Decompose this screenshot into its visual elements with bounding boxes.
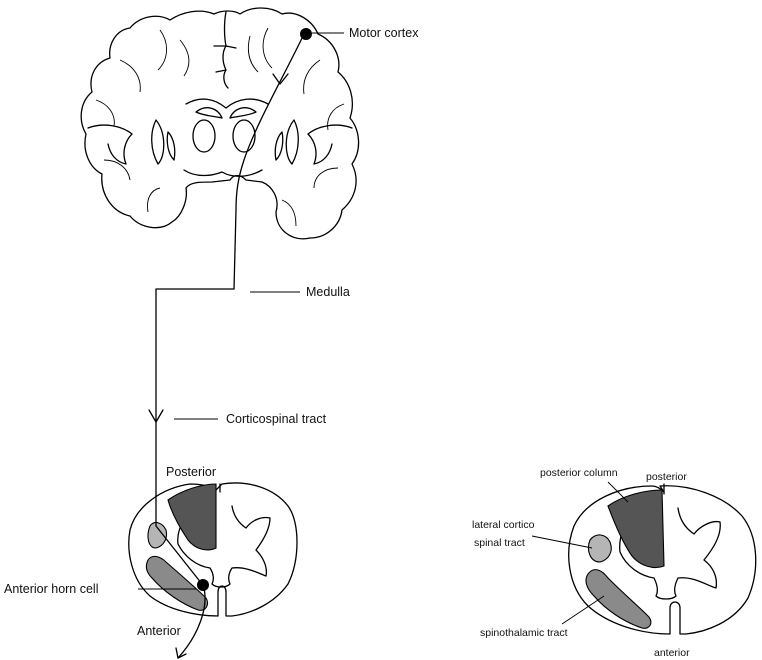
lateral-cst-right <box>588 535 611 562</box>
posterior-column-leader <box>608 482 628 502</box>
anterior-label-right: anterior <box>654 647 690 659</box>
motor-cortex-label: Motor cortex <box>349 26 419 40</box>
corpus-callosum <box>186 99 268 108</box>
posterior-column-left <box>168 484 216 550</box>
lateral-cst-label-line1: lateral cortico <box>472 519 535 531</box>
corticospinal-tract-label: Corticospinal tract <box>226 412 327 426</box>
tract-arrow-1 <box>273 74 288 84</box>
basal-ganglia-left <box>152 120 175 164</box>
spinal-cord-right <box>569 484 756 634</box>
brain-outline <box>81 8 358 239</box>
motor-cortex-dot <box>300 28 312 40</box>
basal-ganglia-right <box>275 120 298 164</box>
spinothalamic-label: spinothalamic tract <box>480 627 568 639</box>
posterior-column-label: posterior column <box>540 467 618 479</box>
sylvian-fissure-left <box>88 125 132 164</box>
spinothalamic-right <box>586 570 651 629</box>
lateral-ventricles <box>196 108 256 118</box>
medulla-label: Medulla <box>306 285 350 299</box>
thalamus-left <box>193 120 215 152</box>
brain-coronal-section <box>81 8 358 289</box>
anterior-label: Anterior <box>137 624 181 638</box>
lateral-cst-leader <box>532 536 592 548</box>
posterior-column-right <box>608 490 664 568</box>
anterior-horn-cell-label: Anterior horn cell <box>4 582 99 596</box>
longitudinal-fissure <box>223 12 228 88</box>
sylvian-fissure-right <box>308 125 352 164</box>
lateral-cst-label-line2: spinal tract <box>474 537 525 549</box>
posterior-label-right: posterior <box>646 471 687 483</box>
brainstem-base <box>184 170 262 176</box>
posterior-label: Posterior <box>166 465 216 479</box>
thalamus-right <box>233 120 255 152</box>
